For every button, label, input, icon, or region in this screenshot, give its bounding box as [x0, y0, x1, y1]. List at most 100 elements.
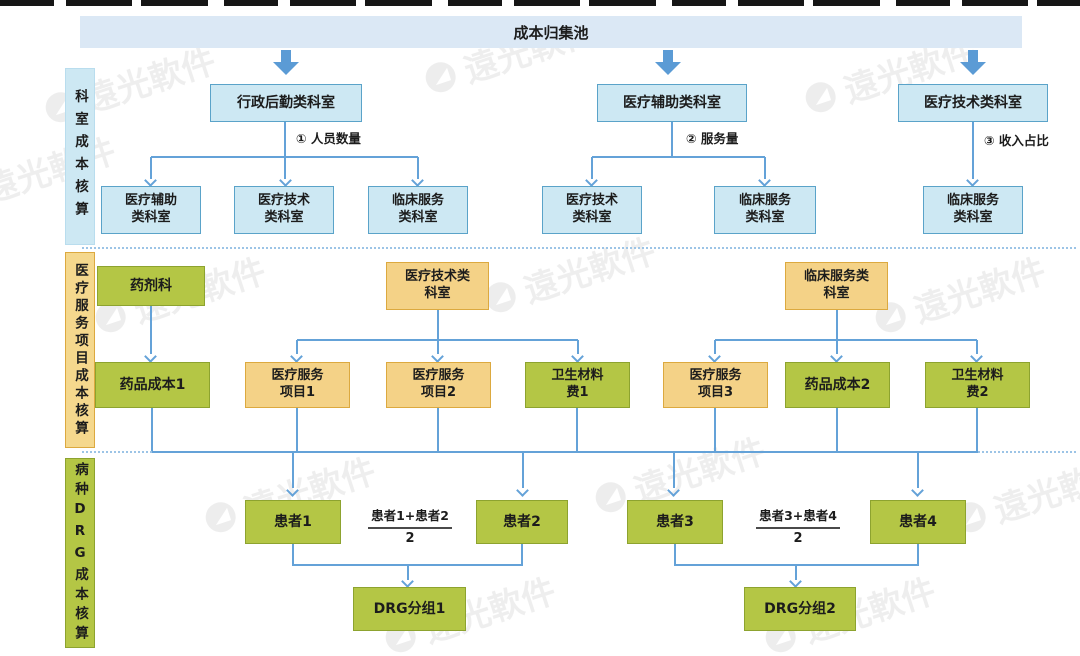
connector-line: [917, 544, 919, 566]
node-drg-group-1: DRG分组1: [353, 587, 466, 631]
arrowhead-down-icon: [279, 174, 292, 187]
connector-line: [715, 339, 977, 341]
node-medical-auxiliary-dept-child: 医疗辅助 类科室: [101, 186, 201, 234]
watermark: 遠光軟件: [867, 244, 1051, 346]
watermark: 遠光軟件: [587, 424, 771, 526]
connector-line: [836, 310, 838, 354]
node-clinical-service-dept-source: 临床服务类 科室: [785, 262, 888, 310]
down-arrow-icon: [655, 50, 681, 76]
arrowhead-down-icon: [708, 350, 721, 363]
connector-line: [437, 310, 439, 354]
node-medical-service-item-2: 医疗服务 项目2: [386, 362, 491, 408]
connector-line: [292, 452, 294, 488]
down-arrow-icon: [960, 50, 986, 76]
node-medical-technology-dept-child: 医疗技术 类科室: [542, 186, 642, 234]
connector-line: [917, 452, 919, 488]
node-drug-cost-1: 药品成本1: [95, 362, 210, 408]
allocation-label-service-volume: ② 服务量: [686, 131, 739, 146]
node-medical-technology-dept: 医疗技术类科室: [898, 84, 1048, 122]
connector-line: [437, 408, 439, 452]
node-pharmacy-dept: 药剂科: [97, 266, 205, 306]
watermark: 遠光軟件: [797, 24, 981, 126]
watermark-logo-icon: [95, 301, 126, 332]
node-patient-1: 患者1: [245, 500, 341, 544]
section-label-drg-cost: 病种DRG成本核算: [65, 458, 95, 648]
arrowhead-down-icon: [758, 174, 771, 187]
arrowhead-down-icon: [411, 174, 424, 187]
section-label-dept-cost: 科室成本核算: [65, 68, 95, 245]
formula-numerator: 患者1+患者2: [368, 505, 452, 529]
connector-line: [151, 156, 418, 158]
watermark-text: 遠光軟件: [519, 231, 661, 312]
watermark-text: 遠光軟件: [909, 251, 1051, 332]
arrowhead-down-icon: [516, 484, 529, 497]
node-clinical-service-dept-child: 临床服务 类科室: [714, 186, 816, 234]
formula-denominator: 2: [405, 531, 415, 546]
arrowhead-down-icon: [431, 350, 444, 363]
arrowhead-down-icon: [290, 350, 303, 363]
formula-numerator: 患者3+患者4: [756, 505, 840, 529]
connector-line: [592, 156, 765, 158]
connector-line: [292, 544, 294, 566]
cost-pool-header: 成本归集池: [80, 16, 1022, 48]
arrowhead-down-icon: [144, 350, 157, 363]
connector-line: [150, 306, 152, 354]
watermark-text: 遠光軟件: [989, 451, 1080, 532]
connector-line: [673, 452, 675, 488]
connector-line: [714, 408, 716, 452]
node-medical-service-item-3: 医疗服务 项目3: [663, 362, 768, 408]
top-crop-artifact: [0, 0, 1080, 6]
bus-line: [152, 451, 978, 453]
connector-line: [591, 157, 593, 179]
arrowhead-down-icon: [585, 174, 598, 187]
watermark: 遠光軟件: [477, 224, 661, 326]
node-drg-group-2: DRG分组2: [744, 587, 856, 631]
connector-line: [764, 157, 766, 179]
arrowhead-down-icon: [144, 174, 157, 187]
arrowhead-down-icon: [970, 350, 983, 363]
arrowhead-down-icon: [830, 350, 843, 363]
node-medical-auxiliary-dept: 医疗辅助类科室: [597, 84, 747, 122]
connector-line: [671, 122, 673, 157]
node-clinical-service-dept-child: 临床服务 类科室: [923, 186, 1023, 234]
connector-line: [976, 340, 978, 354]
connector-line: [714, 340, 716, 354]
watermark: 遠光軟件: [947, 444, 1080, 546]
watermark-logo-icon: [595, 481, 626, 512]
node-medical-technology-dept-source: 医疗技术类 科室: [386, 262, 489, 310]
node-clinical-service-dept-child: 临床服务 类科室: [368, 186, 468, 234]
connector-line: [674, 564, 919, 566]
connector-line: [576, 408, 578, 452]
connector-line: [296, 340, 298, 354]
node-patient-2: 患者2: [476, 500, 568, 544]
connector-line: [407, 566, 409, 580]
arrowhead-down-icon: [401, 575, 414, 588]
cost-pool-title: 成本归集池: [513, 23, 589, 42]
average-formula-2: 患者3+患者4 2: [748, 505, 848, 546]
connector-line: [521, 544, 523, 566]
watermark: 遠光軟件: [87, 244, 271, 346]
arrowhead-down-icon: [789, 575, 802, 588]
watermark-logo-icon: [805, 81, 836, 112]
connector-line: [972, 122, 974, 179]
allocation-label-revenue-share: ③ 收入占比: [984, 133, 1049, 148]
watermark: 遠光軟件: [197, 444, 381, 546]
connector-line: [836, 408, 838, 452]
node-medical-service-item-1: 医疗服务 项目1: [245, 362, 350, 408]
node-medical-technology-dept-child: 医疗技术 类科室: [234, 186, 334, 234]
connector-line: [976, 408, 978, 452]
connector-line: [577, 340, 579, 354]
watermark-logo-icon: [425, 61, 456, 92]
connector-line: [522, 452, 524, 488]
connector-line: [674, 544, 676, 566]
node-patient-4: 患者4: [870, 500, 966, 544]
node-patient-3: 患者3: [627, 500, 723, 544]
watermark-logo-icon: [485, 281, 516, 312]
arrowhead-down-icon: [966, 174, 979, 187]
arrowhead-down-icon: [911, 484, 924, 497]
connector-line: [292, 564, 523, 566]
section-label-service-item-cost: 医疗服务项目成本核算: [65, 252, 95, 448]
connector-line: [417, 157, 419, 179]
watermark-logo-icon: [205, 501, 236, 532]
